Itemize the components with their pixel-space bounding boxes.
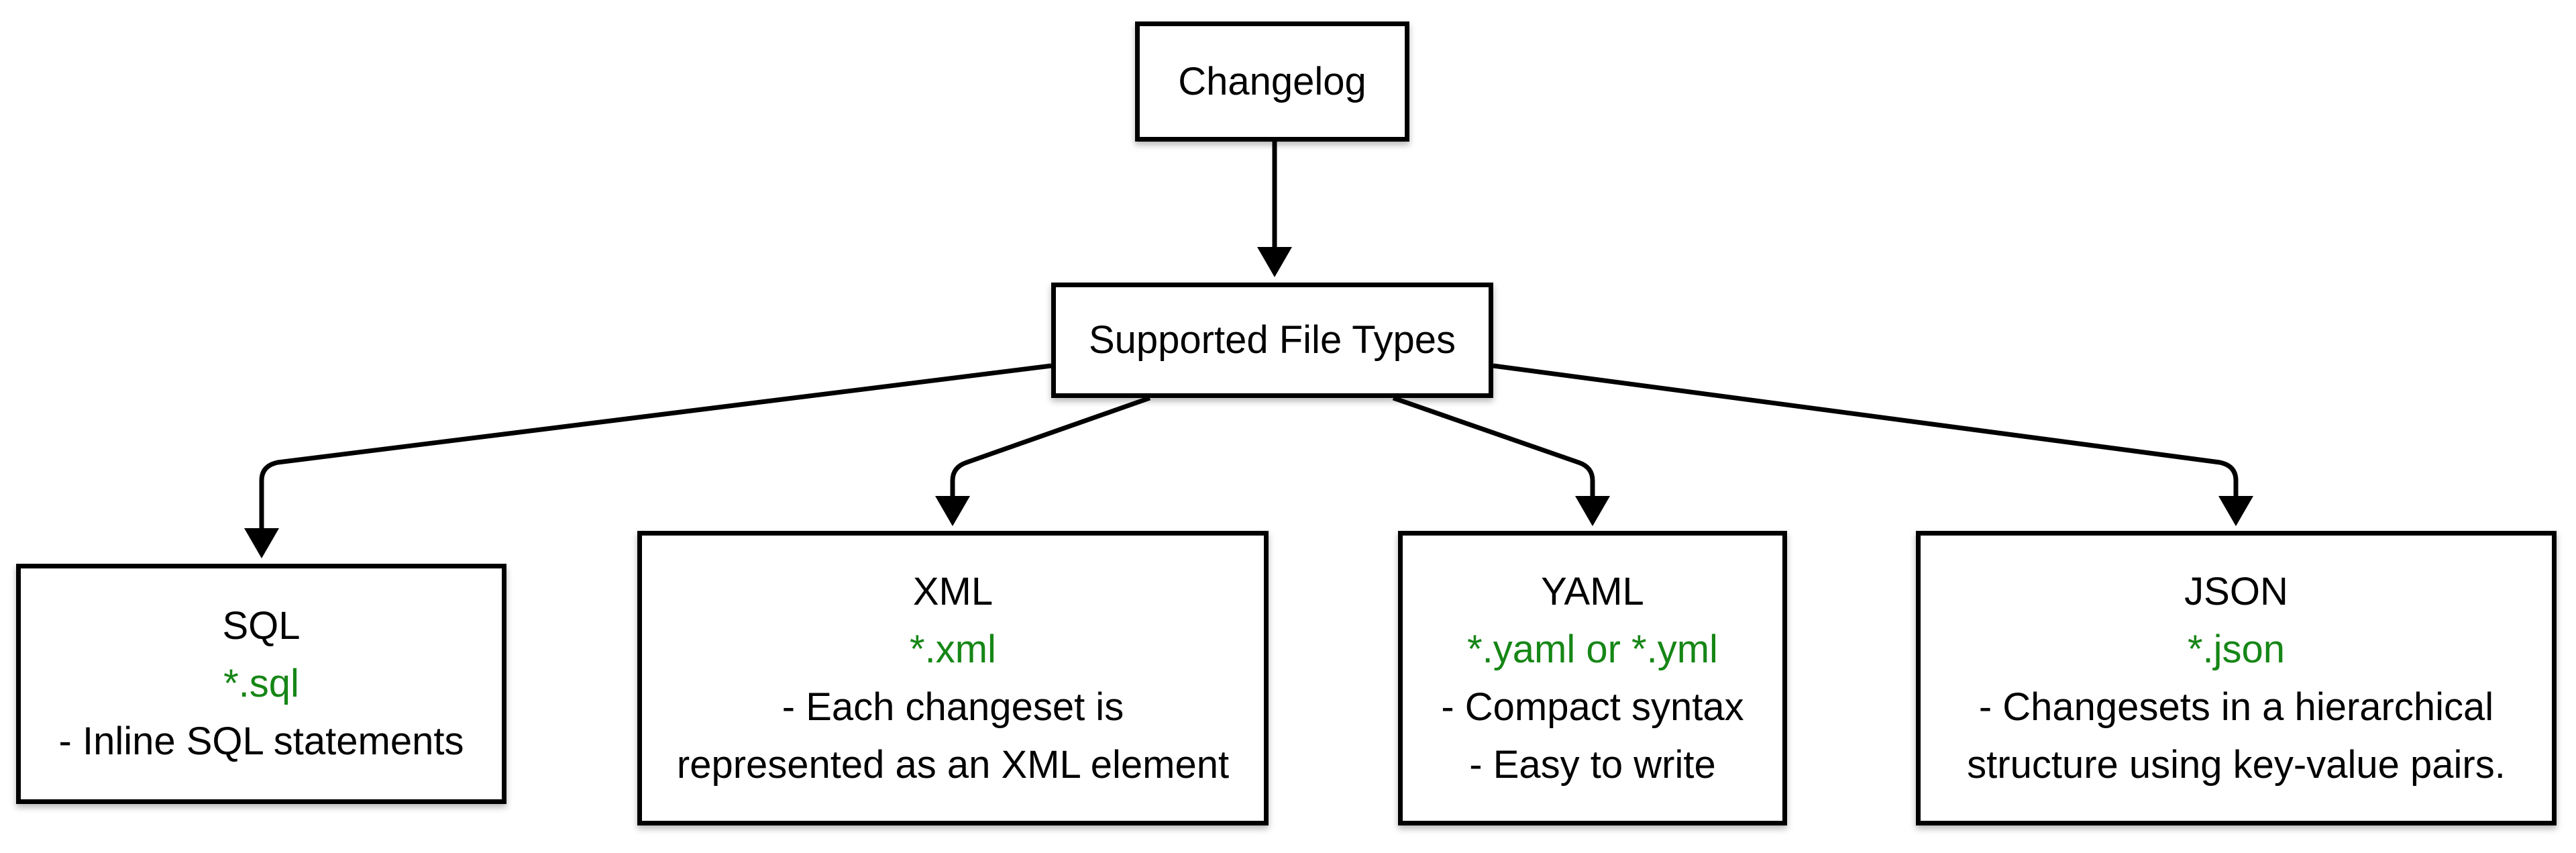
node-json-title: JSON	[2184, 569, 2288, 613]
node-yaml: YAML *.yaml or *.yml - Compact syntax - …	[1398, 531, 1787, 825]
node-sql: SQL *.sql - Inline SQL statements	[16, 564, 506, 804]
node-yaml-extension: *.yaml or *.yml	[1467, 627, 1718, 671]
node-xml-description-line-1: - Each changeset is	[782, 685, 1124, 729]
node-xml-description-line-2: represented as an XML element	[676, 742, 1230, 787]
connector-supported-file-types-to-yaml	[1392, 395, 1610, 526]
node-json-description-line-2: structure using key-value pairs.	[1967, 742, 2506, 787]
node-xml-title: XML	[912, 569, 994, 613]
node-yaml-description-line-2: - Easy to write	[1469, 742, 1716, 787]
node-sql-extension: *.sql	[223, 662, 299, 705]
arrowhead-down-icon	[1575, 496, 1610, 526]
arrowhead-down-icon	[935, 496, 970, 526]
arrowhead-down-icon	[1257, 247, 1292, 277]
node-changelog: Changelog	[1135, 21, 1409, 142]
node-json: JSON *.json - Changesets in a hierarchic…	[1916, 531, 2557, 825]
node-xml-extension: *.xml	[910, 627, 996, 671]
node-sql-description: - Inline SQL statements	[58, 719, 464, 763]
node-changelog-label: Changelog	[1178, 59, 1366, 103]
node-supported-file-types-label: Supported File Types	[1088, 318, 1456, 362]
connector-supported-file-types-to-json	[1493, 363, 2253, 526]
connector-changelog-to-supported-file-types	[1257, 142, 1292, 277]
arrowhead-down-icon	[2218, 496, 2253, 526]
node-xml: XML *.xml - Each changeset is represente…	[637, 531, 1269, 825]
node-json-extension: *.json	[2187, 627, 2286, 671]
node-sql-title: SQL	[222, 604, 301, 648]
node-yaml-description-line-1: - Compact syntax	[1441, 685, 1744, 729]
node-json-description-line-1: - Changesets in a hierarchical	[1978, 685, 2494, 729]
connector-supported-file-types-to-xml	[935, 395, 1151, 526]
node-supported-file-types: Supported File Types	[1051, 283, 1493, 398]
connector-supported-file-types-to-sql	[244, 363, 1052, 558]
arrowhead-down-icon	[244, 528, 279, 558]
node-yaml-title: YAML	[1541, 569, 1644, 613]
